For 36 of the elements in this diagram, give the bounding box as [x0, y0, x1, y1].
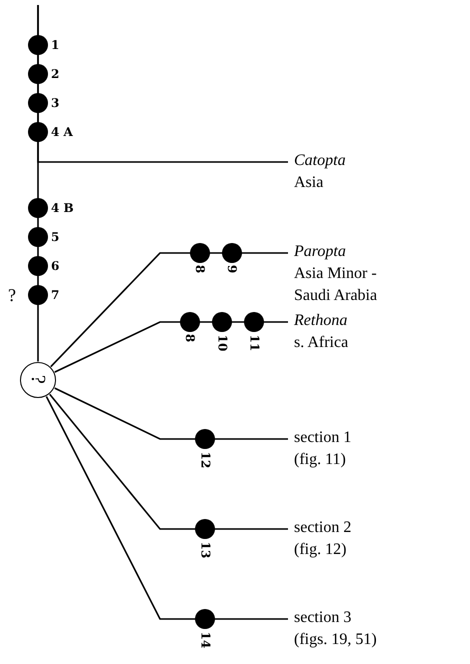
character-number: 10 [214, 334, 229, 351]
branch-line [46, 396, 288, 620]
branch-line [49, 394, 288, 530]
node-circle: ? [20, 362, 56, 398]
note-text: (fig. 12) [294, 540, 348, 560]
branch-line [50, 252, 288, 368]
taxon-name: Paropta [294, 242, 347, 262]
character-number: 7 [51, 288, 60, 302]
character-number: 13 [198, 541, 212, 558]
note-text: Asia Minor - Saudi Arabia [294, 264, 378, 306]
character-number: 6 [51, 259, 60, 273]
branch-line [37, 5, 39, 362]
character-number: 2 [51, 67, 60, 81]
character-number: 3 [51, 96, 60, 110]
group-name: section 1 [294, 428, 352, 448]
group-name: section 3 [294, 608, 352, 628]
character-number: 8 [193, 264, 208, 274]
note-text: Asia [294, 173, 324, 193]
character-number: 12 [198, 451, 212, 468]
character-number: 8 [183, 334, 198, 342]
branch-line [54, 387, 288, 440]
taxon-name: Rethona [294, 311, 348, 331]
character-number: 11 [246, 334, 261, 351]
branch-line [54, 321, 288, 373]
note-text: (fig. 11) [294, 450, 347, 470]
character-number: 1 [51, 38, 60, 52]
character-number: 5 [51, 230, 60, 244]
character-number: 4 B [51, 201, 74, 215]
character-number: 14 [198, 631, 212, 648]
character-number: 4 A [51, 125, 73, 139]
note-text: (figs. 19, 51) [294, 630, 378, 650]
taxon-name: Catopta [294, 151, 347, 171]
character-number: 9 [225, 264, 240, 274]
note-text: s. Africa [294, 333, 350, 353]
query-mark: ? [8, 285, 16, 305]
group-name: section 2 [294, 518, 352, 538]
